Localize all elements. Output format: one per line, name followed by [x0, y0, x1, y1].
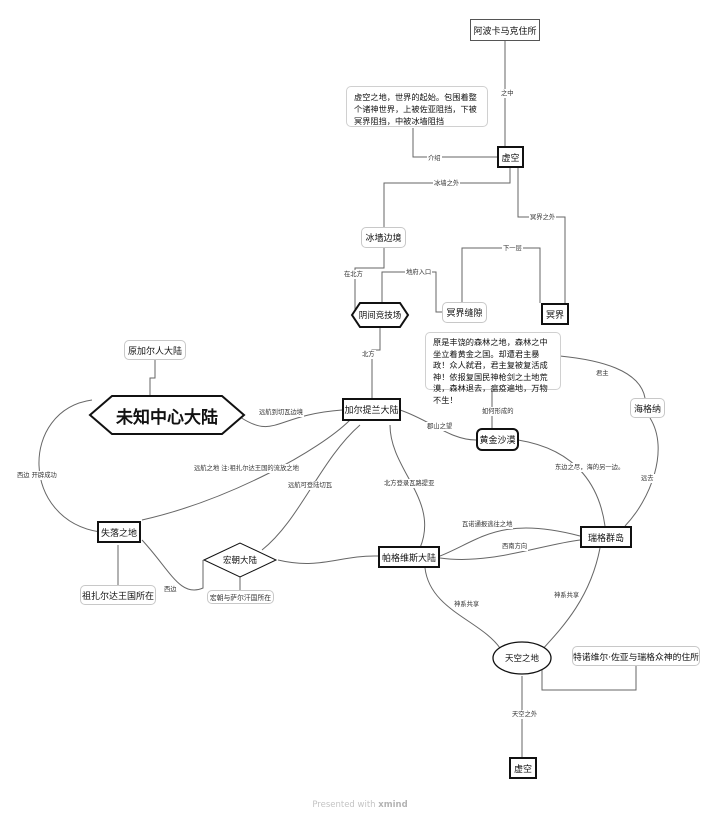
edge-label-shared-gods-2: 神系共享	[553, 591, 581, 600]
node-hongchao-note[interactable]: 宏朝与萨尔汗国所在	[207, 590, 274, 604]
edge-label-within: 之中	[500, 89, 515, 98]
edge-label-east-sea: 东边之尽，海的另一边。	[554, 463, 626, 472]
node-shadow-arena[interactable]: 阴间竞技场	[358, 311, 402, 321]
edge-rift-underworld	[461, 247, 541, 303]
edge-label-north-side: 在北方	[343, 270, 364, 279]
node-void-top[interactable]: 虚空	[497, 146, 524, 168]
node-zuzhaerda[interactable]: 祖扎尔达王国所在	[80, 585, 156, 605]
node-underworld-rift[interactable]: 冥界缝隙	[442, 302, 487, 323]
node-hongchao[interactable]: 宏朝大陆	[222, 556, 257, 566]
edge-label-beyond-ice: 冰墙之外	[433, 179, 461, 188]
edge-label-southwest: 西南方向	[501, 542, 529, 551]
edge-label-shared-gods-1: 神系共享	[453, 600, 481, 609]
node-yuanjiaer[interactable]: 原加尔人大陆	[124, 340, 186, 360]
edge-void-underworld	[517, 168, 566, 303]
footer-brand[interactable]: xmind	[378, 800, 408, 810]
edge-desc-hageren	[559, 355, 646, 399]
node-void-description[interactable]: 虚空之地，世界的起始。包围着整个诸神世界，上被佐亚阻挡，下被冥界阻挡，中被冰墙阻…	[346, 86, 488, 127]
node-ruige-islands[interactable]: 瑞格群岛	[580, 526, 632, 548]
edge-label-beyond-sky: 天空之外	[511, 710, 539, 719]
node-golden-desert[interactable]: 黄金沙漠	[476, 428, 519, 451]
edge-label-escape-place: 瓦诺通报逃往之地	[461, 520, 514, 529]
hongchao-diamond-shape	[202, 542, 278, 578]
edge-label-north-walutia: 北方登录瓦路提亚	[383, 479, 436, 488]
edge-garteland-lost	[141, 419, 351, 521]
edge-void-desc	[412, 128, 498, 158]
node-abokamak[interactable]: 阿波卡马克住所	[470, 19, 540, 41]
node-garteland[interactable]: 加尔提兰大陆	[342, 398, 401, 421]
node-unknown-center[interactable]: 未知中心大陆	[116, 407, 218, 428]
sky-ellipse-shape	[492, 641, 552, 675]
arena-hexagon-shape	[350, 302, 410, 328]
node-underworld[interactable]: 冥界	[541, 303, 569, 325]
edge-label-hades-entrance: 地府入口	[405, 268, 433, 277]
node-sky-land[interactable]: 天空之地	[504, 654, 539, 664]
edge-center-lost	[38, 399, 101, 533]
node-golden-desert-description[interactable]: 原是丰饶的森林之地，森林之中坐立着黄金之国。却遭君主暴政！众人弑君，君主复被复活…	[425, 332, 561, 405]
edge-label-voyage-qiewa: 远航到切瓦边境	[258, 408, 305, 417]
edge-sky-tenowell	[541, 660, 637, 691]
edge-ruige-sky	[539, 547, 601, 653]
edge-label-next-layer: 下一层	[502, 244, 523, 253]
edge-void-ice	[383, 168, 511, 227]
edge-pageweisi-ruige	[439, 527, 581, 557]
edge-hageren-ruige	[624, 417, 659, 527]
edge-arena-garteland	[371, 326, 381, 398]
edge-pageweisi-sky	[424, 567, 501, 649]
edge-pageweisi-ruige-2	[439, 539, 581, 560]
edge-label-land-qiewa: 远航可登陆切瓦	[287, 481, 334, 490]
edge-hongchao-pageweisi	[277, 555, 379, 564]
center-hexagon-shape	[88, 395, 246, 435]
node-lost-land[interactable]: 失落之地	[97, 521, 141, 543]
edge-label-west: 西边	[163, 585, 178, 594]
edge-label-exile-land: 远航之地 注:祖扎尔达王国的流放之地	[193, 464, 300, 473]
edge-label-west-pioneer: 西边 开辟成功	[16, 471, 58, 480]
edge-lost-hongchao	[141, 539, 204, 591]
node-tenowell[interactable]: 特诺维尔·佐亚与瑞格众神的住所	[572, 646, 700, 666]
edge-label-how-formed: 如何形成的	[481, 407, 515, 416]
edge-label-beyond-underworld: 冥界之外	[529, 213, 557, 222]
edge-label-intro: 介绍	[427, 154, 442, 163]
node-pageweisi[interactable]: 帕格维斯大陆	[378, 546, 440, 568]
node-ice-border[interactable]: 冰墙边境	[361, 227, 406, 248]
edge-arena-rift	[381, 271, 442, 313]
edge-label-depart: 远去	[640, 474, 655, 483]
edge-label-junshan: 郡山之望	[426, 422, 454, 431]
footer-credit: Presented with xmind	[0, 800, 720, 810]
node-void-bottom[interactable]: 虚空	[509, 757, 537, 779]
edge-label-monarch: 君主	[595, 369, 610, 378]
footer-prefix: Presented with	[312, 800, 376, 810]
node-hageren[interactable]: 海格纳	[630, 398, 665, 418]
edge-yuanjiaer-center	[149, 360, 156, 395]
edge-desert-ruige	[517, 439, 606, 527]
edge-center-garteland	[239, 409, 343, 428]
edge-label-north: 北方	[361, 350, 376, 359]
